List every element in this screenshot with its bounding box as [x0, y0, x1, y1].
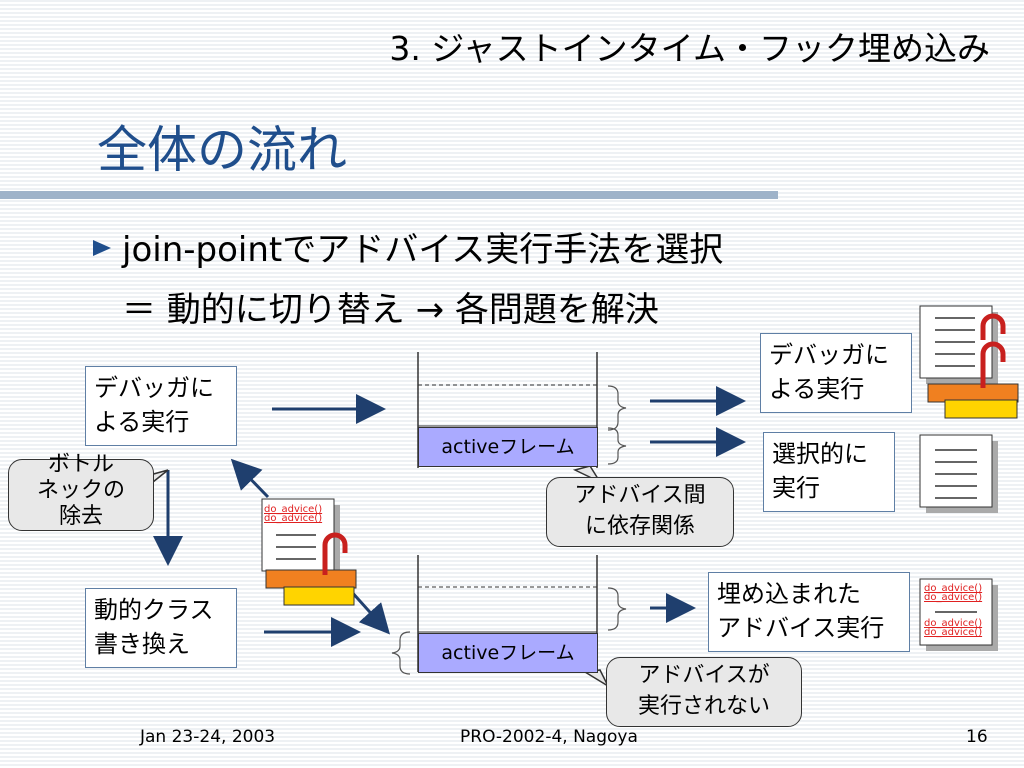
callout-bottleneck-line1: ボトル	[47, 452, 114, 477]
document-hook-icon-middle	[261, 498, 357, 606]
bullet-arrow-icon	[93, 240, 111, 256]
active-frame-bottom: activeフレーム	[418, 633, 598, 673]
box-debugger-right-line1: デバッガに	[769, 341, 889, 369]
document-hook-icon-top-right	[919, 305, 1019, 419]
brace-bottom-1	[607, 587, 627, 631]
callout-bottleneck: ボトル ネックの 除去	[8, 452, 154, 531]
footer-venue: PRO-2002-4, Nagoya	[460, 727, 638, 747]
callout-dependency: アドバイス間 に依存関係	[546, 477, 734, 547]
box-embedded: 埋め込まれた アドバイス実行	[708, 572, 910, 652]
callout-bottleneck-line2: ネックの	[36, 478, 125, 503]
box-dynamic-rewrite-line2: 書き換え	[94, 630, 190, 658]
box-dynamic-rewrite: 動的クラス 書き換え	[85, 588, 237, 668]
callout-dependency-line1: アドバイス間	[574, 483, 706, 508]
box-selective-line1: 選択的に	[772, 440, 868, 468]
code-label-bottom-2: do_advice()	[924, 592, 983, 603]
box-debugger-right: デバッガに よる実行	[760, 333, 912, 413]
box-selective: 選択的に 実行	[763, 432, 895, 512]
footer-page-number: 16	[966, 727, 988, 747]
box-debugger-left: デバッガに よる実行	[85, 366, 237, 446]
box-debugger-left-line1: デバッガに	[94, 374, 214, 402]
title-rule	[0, 191, 778, 199]
brace-top-2	[607, 427, 627, 465]
arrow-up-to-debugger	[230, 458, 270, 499]
callout-not-executed-line1: アドバイスが	[638, 663, 770, 688]
arrow-diag-down	[348, 588, 391, 635]
callout-bottleneck-line3: 除去	[58, 504, 103, 529]
code-label-middle-1: do_advice()	[264, 504, 323, 515]
code-label-bottom-3: do_advice()	[924, 618, 983, 629]
slide-title: 全体の流れ	[97, 121, 347, 179]
section-title: 3. ジャストインタイム・フック埋め込み	[389, 29, 990, 68]
footer-date: Jan 23-24, 2003	[140, 727, 276, 747]
box-embedded-line2: アドバイス実行	[717, 614, 885, 642]
callout-not-executed-line2: 実行されない	[637, 694, 770, 719]
code-label-middle-2: do_advice()	[264, 513, 323, 524]
callout-not-executed: アドバイスが 実行されない	[606, 657, 802, 727]
brace-top-1	[607, 385, 627, 431]
box-selective-line2: 実行	[772, 474, 820, 502]
bullet-subtext: ＝ 動的に切り替え → 各問題を解決	[122, 290, 659, 330]
box-embedded-line1: 埋め込まれた	[717, 580, 861, 608]
code-label-bottom-1: do_advice()	[924, 583, 983, 594]
box-debugger-right-line2: よる実行	[769, 375, 865, 403]
brace-bottom-2	[391, 631, 411, 675]
document-icon-right	[919, 434, 998, 513]
box-debugger-left-line2: よる実行	[94, 408, 190, 436]
callout-dependency-line2: に依存関係	[584, 514, 695, 539]
box-dynamic-rewrite-line1: 動的クラス	[94, 596, 214, 624]
active-frame-top: activeフレーム	[418, 427, 598, 467]
bullet-text: join-pointでアドバイス実行手法を選択	[122, 230, 724, 270]
code-label-bottom-4: do_advice()	[924, 627, 983, 638]
document-code-icon-bottom-right	[919, 578, 998, 651]
